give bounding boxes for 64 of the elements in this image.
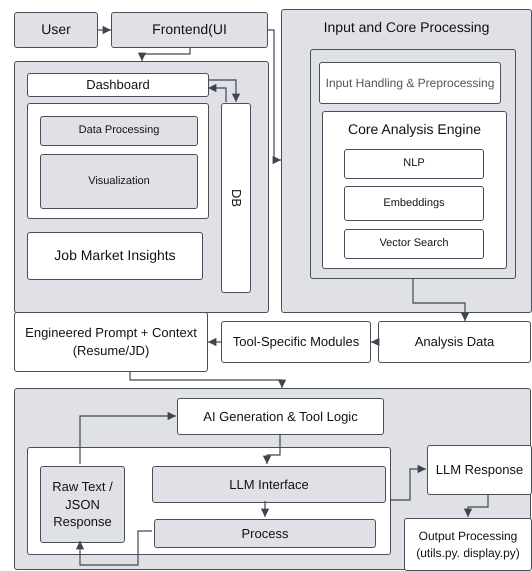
arrow [79,412,176,464]
node-label: Core Analysis Engine [346,120,482,139]
process-box [152,466,386,503]
node-label: Tool-Specific Modules [232,333,360,351]
node-label: Dashboard [85,76,151,94]
node-label: Data Processing [78,123,160,138]
process-box [40,466,125,543]
node-label: Analysis Data [414,333,496,351]
arrow [268,29,281,164]
group-panel [322,111,507,269]
group-panel [27,103,209,219]
arrow [464,494,489,517]
arrow [138,48,191,61]
node-label: Frontend(UI [151,20,228,40]
process-box [344,186,484,221]
arrow [262,434,281,464]
actor-box [14,12,98,48]
process-box [154,519,376,548]
node-label: Input Handling & Preprocessing [324,74,496,92]
node-label: Visualization [87,174,151,189]
process-box [14,312,208,372]
node-label: LLM Interface [228,476,310,494]
process-box [177,398,384,435]
node-label: LLM Response [434,461,524,479]
process-box [344,149,484,179]
process-box [404,518,532,571]
database-box [221,103,251,293]
node-label: Raw Text / JSON Response [51,478,114,532]
node-label: Engineered Prompt + Context (Resume/JD) [24,324,198,360]
node-label: User [40,20,72,40]
arrow [129,372,286,388]
node-label: Vector Search [378,236,450,252]
arrow [260,501,270,517]
node-label: Input and Core Processing [322,18,490,37]
node-label: DB [228,188,245,210]
process-box [378,321,531,363]
group-panel [310,49,516,279]
node-label: Process [240,524,290,542]
arrow [98,26,111,34]
group-panel [14,388,531,570]
node-label: AI Generation & Tool Logic [202,408,359,426]
arrow [412,278,470,321]
process-box [344,229,484,259]
group-panel [27,447,391,555]
process-box [40,154,198,209]
process-box [40,116,198,146]
process-box [319,62,501,104]
arrow [208,79,240,102]
process-box [27,232,203,280]
node-label: Output Processing (utils.py. display.py) [415,528,521,561]
arrow [76,530,152,566]
group-panel [281,9,532,313]
process-box [27,73,209,97]
node-label: Embeddings [382,196,446,211]
process-box [221,321,371,363]
arrow [390,464,426,501]
node-label: Job Market Insights [53,246,177,266]
arrow [371,338,380,346]
arrow [208,84,227,102]
process-box [111,12,268,48]
process-box [427,445,532,495]
arrow [208,338,221,346]
group-panel [14,61,269,313]
node-label: NLP [402,156,426,172]
